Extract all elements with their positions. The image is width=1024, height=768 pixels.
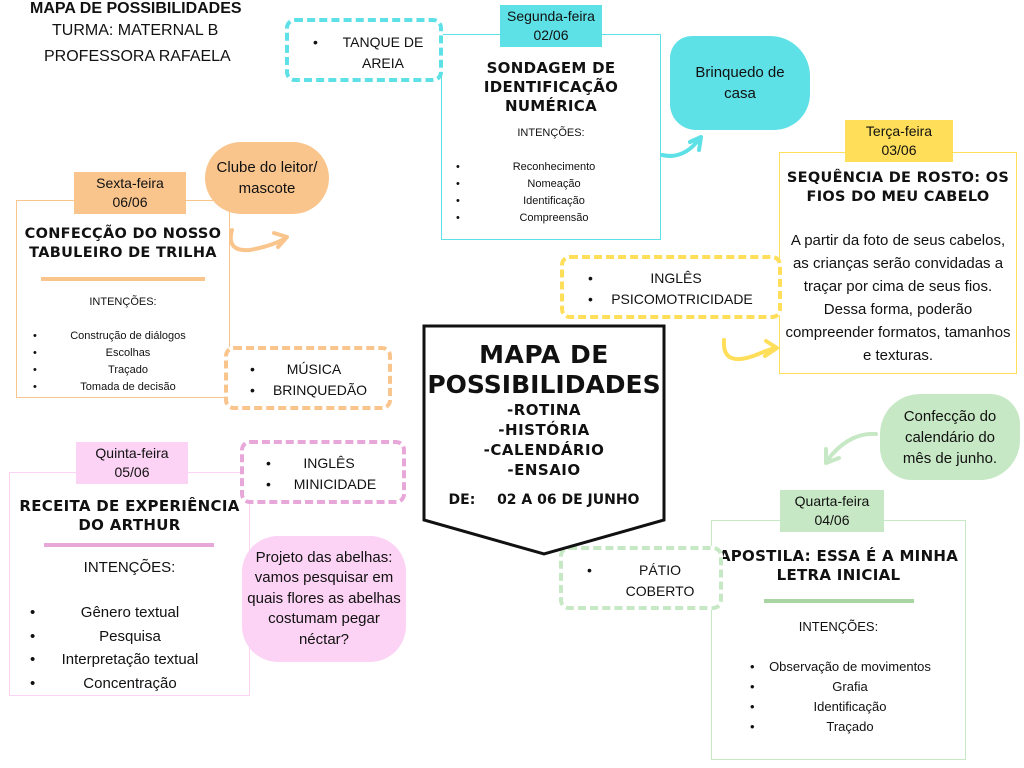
extra-quarta-item: PÁTIO COBERTO — [587, 560, 711, 602]
center-item: -CALENDÁRIO — [483, 441, 605, 459]
card-quinta-intencoes: Gênero textual Pesquisa Interpretação te… — [30, 601, 230, 695]
header-title: MAPA DE POSSIBILIDADES — [30, 0, 242, 17]
extra-sexta-item: BRINQUEDÃO — [250, 380, 378, 401]
extra-segunda: TANQUE DE AREIA — [285, 18, 443, 82]
list-item: Escolhas — [33, 345, 223, 362]
center-item: -ENSAIO — [507, 461, 581, 479]
arrow-terca — [721, 338, 778, 361]
list-item: Observação de movimentos — [750, 657, 950, 677]
list-item: Nomeação — [456, 176, 652, 193]
arrow-segunda-head — [688, 135, 703, 152]
card-segunda-intencoes-label: INTENÇÕES: — [517, 127, 585, 139]
card-segunda: SONDAGEM DE IDENTIFICAÇÃO NUMÉRICA INTEN… — [441, 34, 661, 240]
list-item: Traçado — [33, 362, 223, 379]
card-sexta-title: CONFECÇÃO DO NOSSO TABULEIRO DE TRILHA — [24, 226, 222, 261]
center-date-value: 02 A 06 DE JUNHO — [497, 492, 640, 508]
card-quarta-title: APOSTILA: ESSA É A MINHA LETRA INICIAL — [718, 547, 959, 584]
center-badge — [422, 324, 666, 556]
card-quinta-intencoes-label: INTENÇÕES: — [83, 559, 176, 576]
tag-segunda: Segunda-feira 02/06 — [500, 5, 602, 47]
card-quarta-bar — [764, 599, 914, 603]
extra-quinta-item: MINICIDADE — [266, 474, 392, 495]
list-item: Gênero textual — [30, 601, 230, 625]
card-quarta-intencoes-label: INTENÇÕES: — [798, 619, 879, 634]
center-title-line1: MAPA DE — [479, 340, 609, 369]
blob-sexta: Clube do leitor/ mascote — [205, 142, 329, 214]
card-quarta-intencoes: Observação de movimentos Grafia Identifi… — [750, 657, 950, 737]
arrow-sexta-head — [272, 231, 289, 249]
list-item: Identificação — [750, 697, 950, 717]
list-item: Reconhecimento — [456, 159, 652, 176]
list-item: Grafia — [750, 677, 950, 697]
extra-sexta-item: MÚSICA — [250, 359, 378, 380]
list-item: Tomada de decisão — [33, 379, 223, 396]
tag-quinta: Quinta-feira 05/06 — [76, 442, 188, 484]
extra-sexta: MÚSICA BRINQUEDÃO — [224, 346, 392, 410]
list-item: Traçado — [750, 717, 950, 737]
tag-terca: Terça-feira 03/06 — [845, 120, 953, 162]
list-item: Interpretação textual — [30, 648, 230, 672]
header-professora: PROFESSORA RAFAELA — [44, 48, 231, 65]
extra-terca-item: PSICOMOTRICIDADE — [588, 289, 764, 310]
center-item: -HISTÓRIA — [498, 421, 590, 439]
card-quarta: APOSTILA: ESSA É A MINHA LETRA INICIAL I… — [711, 520, 966, 760]
arrow-terca-head — [763, 339, 779, 358]
extra-terca-item: INGLÊS — [588, 268, 764, 289]
extra-quarta: PÁTIO COBERTO — [559, 546, 723, 610]
list-item: Identificação — [456, 193, 652, 210]
tag-sexta: Sexta-feira 06/06 — [74, 172, 186, 214]
arrow-segunda — [660, 136, 702, 158]
extra-terca: INGLÊS PSICOMOTRICIDADE — [560, 255, 782, 319]
card-quinta-title: RECEITA DE EXPERIÊNCIA DO ARTHUR — [19, 497, 240, 534]
extra-quinta-item: INGLÊS — [266, 453, 392, 474]
blob-segunda: Brinquedo de casa — [670, 36, 810, 130]
list-item: Construção de diálogos — [33, 328, 223, 345]
list-item: Concentração — [30, 672, 230, 696]
card-terca-description: A partir da foto de seus cabelos, as cri… — [785, 232, 1011, 364]
card-terca: SEQUÊNCIA DE ROSTO: OS FIOS DO MEU CABEL… — [779, 152, 1017, 374]
card-segunda-intencoes: Reconhecimento Nomeação Identificação Co… — [456, 159, 652, 227]
card-segunda-title: SONDAGEM DE IDENTIFICAÇÃO NUMÉRICA — [483, 59, 619, 115]
card-terca-title: SEQUÊNCIA DE ROSTO: OS FIOS DO MEU CABEL… — [786, 170, 1010, 205]
extra-quinta: INGLÊS MINICIDADE — [240, 440, 406, 504]
center-date-label: DE: — [448, 492, 476, 508]
arrow-quarta — [824, 431, 878, 464]
center-date: DE: 02 A 06 DE JUNHO — [426, 492, 662, 508]
card-quinta-bar — [44, 543, 214, 547]
card-quinta: RECEITA DE EXPERIÊNCIA DO ARTHUR INTENÇÕ… — [9, 472, 250, 696]
card-sexta-intencoes: Construção de diálogos Escolhas Traçado … — [33, 328, 223, 396]
list-item: Pesquisa — [30, 625, 230, 649]
tag-quarta: Quarta-feira 04/06 — [780, 490, 884, 532]
center-title-line2: POSSIBILIDADES — [427, 370, 661, 399]
blob-quinta: Projeto das abelhas: vamos pesquisar em … — [242, 536, 406, 662]
list-item: Compreensão — [456, 210, 652, 227]
arrow-quarta-head — [824, 447, 841, 465]
header-turma: TURMA: MATERNAL B — [52, 22, 219, 39]
card-sexta: CONFECÇÃO DO NOSSO TABULEIRO DE TRILHA I… — [16, 200, 230, 398]
card-sexta-bar — [41, 277, 205, 281]
center-content: MAPA DE POSSIBILIDADES -ROTINA -HISTÓRIA… — [426, 340, 662, 508]
blob-quarta: Confecção do calendário do mês de junho. — [880, 394, 1020, 480]
arrow-sexta — [228, 228, 288, 253]
center-item: -ROTINA — [506, 401, 581, 419]
card-sexta-intencoes-label: INTENÇÕES: — [89, 296, 157, 308]
extra-segunda-item: TANQUE DE AREIA — [313, 32, 431, 74]
